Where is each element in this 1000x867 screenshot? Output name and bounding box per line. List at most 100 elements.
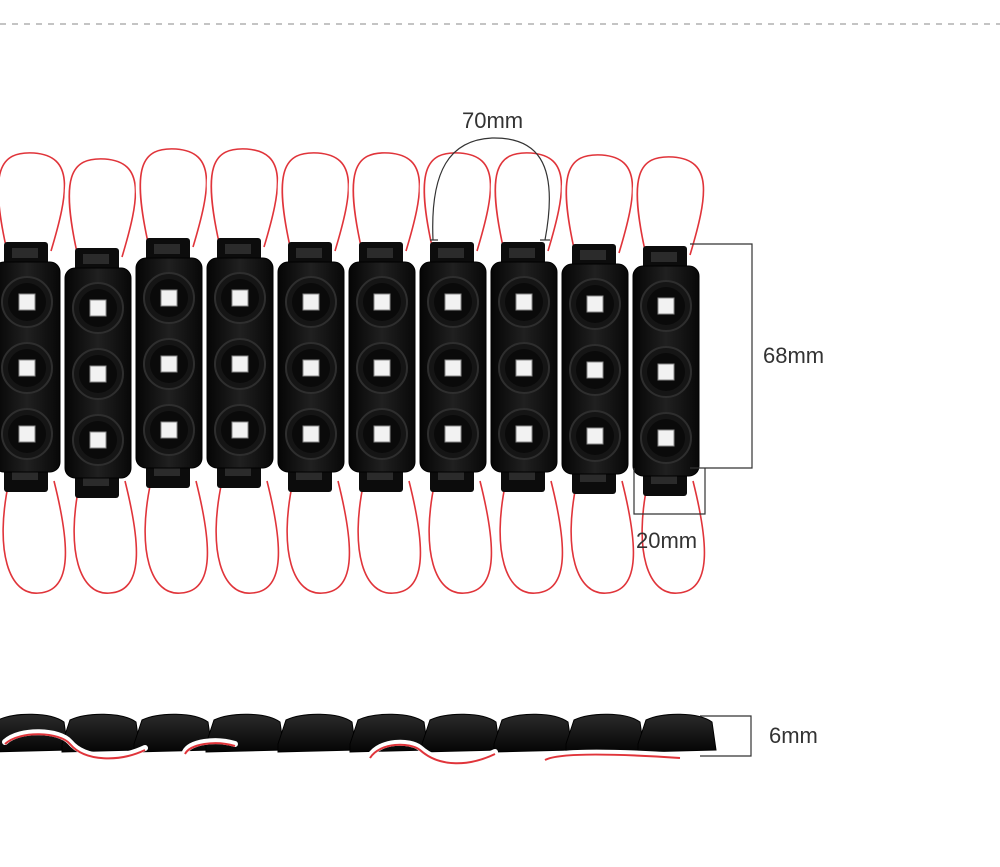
side-wire-red xyxy=(184,742,236,755)
wire-white xyxy=(566,477,634,595)
side-module-body xyxy=(277,713,357,753)
led-chip xyxy=(657,429,675,447)
led-module xyxy=(419,242,487,492)
led-module xyxy=(490,242,558,492)
wire-red-stripe xyxy=(144,480,209,594)
led-modules xyxy=(0,238,700,498)
side-wire-white xyxy=(367,739,498,765)
wire-white xyxy=(632,153,704,257)
led-chip xyxy=(444,293,462,311)
led-chip xyxy=(89,299,107,317)
led-chip xyxy=(586,295,604,313)
led-chip xyxy=(18,359,36,377)
module-connector-label xyxy=(12,248,38,258)
led-module xyxy=(277,242,345,492)
led-chip xyxy=(657,297,675,315)
wire-white xyxy=(64,155,136,259)
module-connector-label xyxy=(83,476,109,486)
led-chip xyxy=(160,289,178,307)
wire-red-stripe xyxy=(73,480,138,594)
side-wire-red xyxy=(544,753,681,761)
wire-red-stripe xyxy=(210,148,279,248)
led-chip xyxy=(515,359,533,377)
led-chip xyxy=(302,359,320,377)
module-connector-label xyxy=(509,470,535,480)
module-connector-label xyxy=(367,248,393,258)
module-connector-label xyxy=(651,252,677,262)
side-wire-white xyxy=(2,729,148,760)
wire-white xyxy=(211,477,279,595)
led-chip xyxy=(302,425,320,443)
module-connector-label xyxy=(154,466,180,476)
wire-white xyxy=(277,149,349,253)
led-module xyxy=(135,238,203,488)
side-wire-red xyxy=(369,743,496,765)
wire-white xyxy=(637,477,705,595)
led-chip xyxy=(444,359,462,377)
module-connector-label xyxy=(438,470,464,480)
module-height-label: 68mm xyxy=(763,343,825,368)
side-module-body xyxy=(565,713,645,753)
wire-red-stripe xyxy=(2,480,67,594)
led-module xyxy=(0,242,61,492)
wire-red-stripe xyxy=(139,148,208,248)
wire-red-stripe xyxy=(423,152,492,252)
led-chip xyxy=(302,293,320,311)
wire-white xyxy=(206,145,278,249)
led-chip xyxy=(160,421,178,439)
side-wire-red xyxy=(4,733,146,760)
wire-white xyxy=(348,149,420,253)
module-width-bracket xyxy=(633,468,706,515)
side-module-body xyxy=(637,713,717,753)
module-thickness-bracket xyxy=(700,715,752,757)
wire-loops-bottom xyxy=(0,477,706,595)
wire-white xyxy=(69,477,137,595)
module-connector-label xyxy=(296,470,322,480)
module-height-bracket xyxy=(690,243,753,469)
led-chip xyxy=(89,365,107,383)
led-chip xyxy=(515,425,533,443)
wire-white xyxy=(140,477,208,595)
wire-red-stripe xyxy=(215,480,280,594)
wire-white xyxy=(353,477,421,595)
side-module-body xyxy=(421,713,501,753)
wire-white xyxy=(495,477,563,595)
wire-red-stripe xyxy=(494,152,563,252)
wire-red-stripe xyxy=(352,152,421,252)
led-chip xyxy=(373,293,391,311)
wire-white xyxy=(419,149,491,253)
led-chip xyxy=(515,293,533,311)
module-connector-label xyxy=(154,244,180,254)
wire-red-stripe xyxy=(641,480,706,594)
module-connector-label xyxy=(12,470,38,480)
led-chip xyxy=(373,359,391,377)
wire-white xyxy=(561,151,633,255)
wire-red-stripe xyxy=(357,480,422,594)
module-connector-label xyxy=(509,248,535,258)
led-module xyxy=(64,248,132,498)
wire-red-stripe xyxy=(428,480,493,594)
module-connector-label xyxy=(580,472,606,482)
side-module-body xyxy=(205,713,285,753)
side-module-body xyxy=(493,713,573,753)
led-module xyxy=(206,238,274,488)
wire-red-stripe xyxy=(570,480,635,594)
led-chip xyxy=(444,425,462,443)
led-module xyxy=(561,244,629,494)
wire-red-stripe xyxy=(68,158,137,258)
wire-red-stripe xyxy=(499,480,564,594)
module-connector-label xyxy=(83,254,109,264)
led-chip xyxy=(586,427,604,445)
module-width-label: 20mm xyxy=(636,528,698,553)
module-connector-label xyxy=(296,248,322,258)
cable-length-arc xyxy=(432,137,550,241)
wire-red-stripe xyxy=(281,152,350,252)
led-module xyxy=(632,246,700,496)
led-chip xyxy=(89,431,107,449)
module-connector-label xyxy=(651,474,677,484)
module-connector-label xyxy=(580,250,606,260)
wire-white xyxy=(424,477,492,595)
led-chip xyxy=(657,363,675,381)
